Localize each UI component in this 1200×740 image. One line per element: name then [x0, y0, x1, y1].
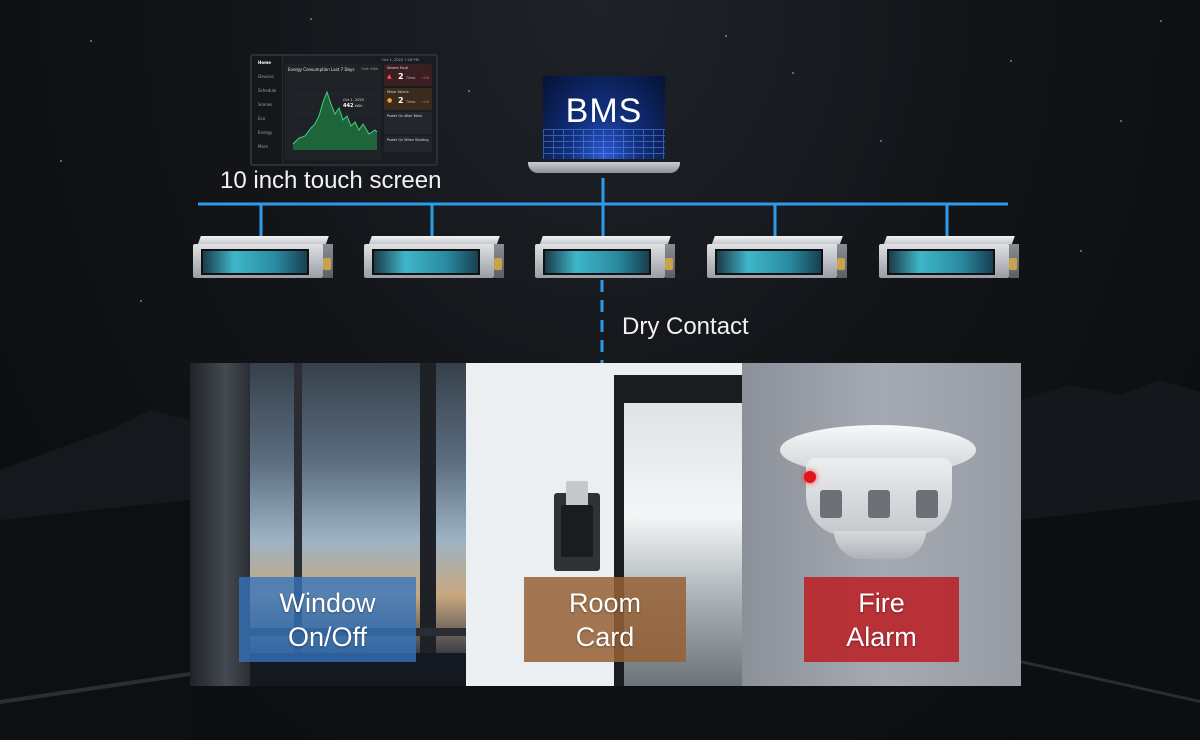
indoor-unit [879, 236, 1019, 278]
card-title: Power On When Starting [387, 138, 429, 142]
star [468, 90, 470, 92]
star [140, 300, 142, 302]
indoor-unit [364, 236, 504, 278]
bms-laptop: BMS [528, 73, 680, 173]
alarm-led [804, 471, 816, 483]
star [725, 35, 727, 37]
menu-item: Scenes [258, 102, 273, 107]
indoor-unit [535, 236, 675, 278]
menu-item: Eco [258, 116, 266, 121]
energy-chart: Energy Consumption Last 7 Days Unit: kWh… [285, 64, 381, 160]
chart-unit: Unit: kWh [361, 67, 378, 71]
star [1160, 20, 1162, 22]
power-on-when-starting-card: Power On When Starting [384, 136, 432, 152]
menu-item: Devices [258, 74, 274, 79]
tag-line: On/Off [287, 621, 368, 652]
card-count: 2 [398, 96, 404, 105]
card-count: 2 [398, 72, 404, 81]
touch-screen-sidebar: Home Devices Schedule Scenes Eco Energy … [252, 56, 283, 164]
severe-fault-card: Severe Fault ▲ 2 Times +0.8 [384, 64, 432, 86]
bell-icon: ● [387, 97, 393, 104]
card-delta: +0.8 [421, 76, 429, 80]
laptop-base [528, 162, 680, 173]
bms-title: BMS [565, 92, 643, 130]
star [880, 140, 882, 142]
key-card [566, 481, 588, 509]
star [1120, 120, 1122, 122]
tag-line: Window [279, 587, 376, 618]
warning-icon: ▲ [387, 73, 392, 80]
laptop-screen: BMS [540, 73, 668, 162]
key-card-switch [554, 481, 600, 571]
star [310, 18, 312, 20]
status-time: Oct 1, 2025 7:16 PM [382, 58, 419, 62]
card-title: Severe Fault [387, 66, 408, 70]
star [90, 40, 92, 42]
detector-cap [834, 531, 926, 559]
tooltip-unit: kWh [354, 104, 363, 108]
card-unit: Times [406, 100, 416, 104]
tag-line: Alarm [846, 621, 917, 652]
power-on-after-work-card: Power On After Work [384, 112, 432, 134]
card-unit: Times [406, 76, 416, 80]
card-slot [561, 505, 593, 557]
touch-screen-device: Home Devices Schedule Scenes Eco Energy … [250, 54, 438, 166]
tag-line: Room [568, 587, 642, 618]
card-title: Minor Failure [387, 90, 409, 94]
energy-area-plot [292, 90, 378, 150]
smoke-detector [806, 458, 952, 536]
star [1080, 250, 1082, 252]
tooltip-value-row: 442 kWh [343, 103, 364, 109]
minor-failure-card: Minor Failure ● 2 Times +0.8 [384, 88, 432, 110]
dry-contact-label: Dry Contact [622, 313, 749, 340]
tag-line: Card [575, 621, 635, 652]
menu-item: Home [258, 60, 271, 65]
chart-title: Energy Consumption Last 7 Days [288, 67, 355, 72]
screen-grid [543, 129, 665, 159]
indoor-unit [193, 236, 333, 278]
indoor-unit [707, 236, 847, 278]
menu-item: More [258, 144, 268, 149]
star [1010, 60, 1012, 62]
menu-item: Energy [258, 130, 273, 135]
tooltip-value: 442 [343, 103, 354, 109]
star [60, 160, 62, 162]
tooltip-date: Oct 1, 2025 [343, 98, 365, 102]
alarm-cards: Severe Fault ▲ 2 Times +0.8 Minor Failur… [384, 64, 432, 154]
touch-screen-label: 10 inch touch screen [220, 167, 442, 194]
menu-item: Schedule [258, 88, 277, 93]
card-delta: +0.8 [421, 100, 429, 104]
card-title: Power On After Work [387, 114, 423, 118]
star [792, 72, 794, 74]
chart-tooltip: Oct 1, 2025 442 kWh [343, 97, 364, 109]
tag-line: Fire [858, 587, 905, 618]
